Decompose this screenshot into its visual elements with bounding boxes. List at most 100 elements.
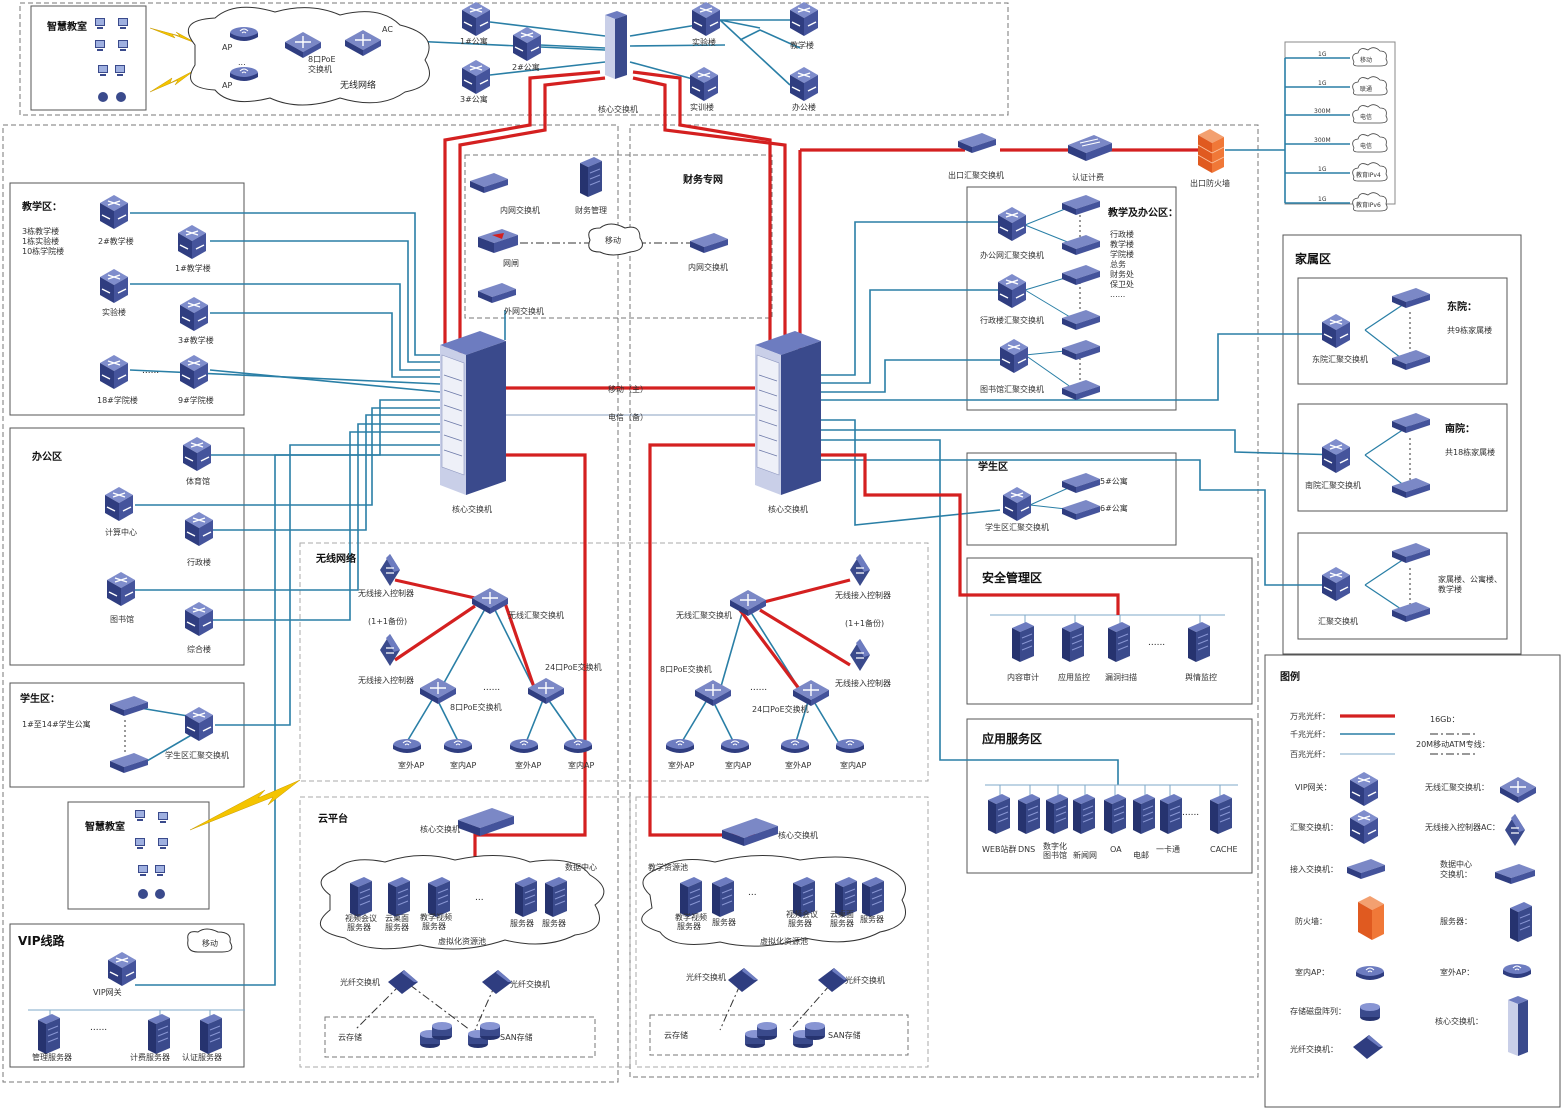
legend-server: 服务器： bbox=[1440, 916, 1472, 926]
server-icon bbox=[427, 876, 451, 918]
smart-classroom-devices bbox=[134, 809, 169, 899]
east-desc: 共9栋家属楼 bbox=[1447, 325, 1492, 335]
label-other-agg: 汇聚交换机 bbox=[1318, 616, 1358, 626]
server-icon bbox=[861, 876, 885, 918]
cloud-right-devices bbox=[679, 818, 885, 1048]
server-icon bbox=[349, 876, 373, 918]
finance-title: 财务专网 bbox=[682, 173, 723, 186]
lightning-icon bbox=[149, 27, 301, 831]
legend-title: 图例 bbox=[1280, 670, 1300, 683]
user-icon bbox=[138, 889, 148, 899]
wireless-agg-left-icon bbox=[471, 587, 509, 615]
label-gym: 体育馆 bbox=[186, 476, 210, 486]
billing-server-icon bbox=[147, 1013, 171, 1055]
label-gateway: 网闸 bbox=[503, 259, 519, 268]
label-dots: ...... bbox=[483, 683, 500, 693]
mgmt-server-icon bbox=[37, 1013, 61, 1055]
label-security-0: 内容审计 bbox=[1007, 672, 1039, 682]
fiber-switch-icon bbox=[728, 968, 758, 992]
legend-20m: 20M移动ATM专线： bbox=[1416, 739, 1490, 749]
label-admin-agg: 行政楼汇聚交换机 bbox=[980, 315, 1044, 325]
legend-100m: 百兆光纤： bbox=[1290, 749, 1330, 759]
legend-wl-ac: 无线接入控制器AC： bbox=[1425, 822, 1500, 832]
label-core-cloud-right: 核心交换机 bbox=[778, 830, 818, 840]
ap-icon bbox=[229, 66, 259, 82]
dorm1-switch-icon bbox=[461, 1, 491, 37]
teach-office-item: 财务处 bbox=[1110, 269, 1134, 279]
bw-5: 1G bbox=[1318, 166, 1327, 173]
blue-links bbox=[129, 19, 1411, 986]
fiber-switch-icon bbox=[818, 968, 848, 992]
bw-1: 1G bbox=[1318, 51, 1327, 58]
exit-devices bbox=[958, 129, 1225, 173]
label-b18: 18#学院楼 bbox=[97, 395, 138, 405]
label-exit-agg: 出口汇聚交换机 bbox=[948, 170, 1004, 180]
label-student-agg: 学生区汇聚交换机 bbox=[165, 750, 229, 760]
label-poe8-right: 8口PoE交换机 bbox=[660, 664, 712, 674]
label-lab-teach: 实验楼 bbox=[102, 307, 126, 317]
label-wireless-agg-left: 无线汇聚交换机 bbox=[508, 610, 564, 620]
auth-server-icon bbox=[199, 1013, 223, 1055]
label-ac: AC bbox=[382, 25, 393, 34]
ap-icon bbox=[229, 26, 259, 42]
label-video-r2: 服务器 bbox=[788, 918, 812, 928]
dc-switch-icon bbox=[1495, 864, 1535, 884]
label-east-agg: 东院汇聚交换机 bbox=[1312, 354, 1368, 364]
label-dorm1: 1#公寓 bbox=[460, 36, 488, 46]
firewall-icon bbox=[1197, 129, 1225, 173]
label-desktop-r2: 服务器 bbox=[830, 918, 854, 928]
label-ap-in: 室内AP bbox=[450, 760, 476, 770]
label-storage-right: 云存储 bbox=[664, 1030, 688, 1040]
label-teach-video-1: 教学视频 bbox=[420, 912, 452, 922]
training-switch-icon bbox=[689, 66, 719, 102]
label-lab: 实验楼 bbox=[692, 37, 716, 47]
teach-desc-2: 1栋实验楼 bbox=[22, 236, 59, 246]
disk-icon bbox=[805, 1022, 825, 1040]
label-training: 实训楼 bbox=[690, 102, 714, 112]
label-poe8-left: 8口PoE交换机 bbox=[450, 702, 502, 712]
label-lib-agg: 图书馆汇聚交换机 bbox=[980, 384, 1044, 394]
user-icon bbox=[116, 92, 126, 102]
label-d5: 5#公寓 bbox=[1100, 476, 1128, 486]
label-video-r1: 视频会议 bbox=[786, 909, 818, 919]
student-right-title: 学生区 bbox=[978, 460, 1008, 473]
teach-office-item: 总务 bbox=[1110, 259, 1126, 269]
isp-2: 联通 bbox=[1360, 85, 1372, 93]
dashdot-links bbox=[354, 242, 1475, 1031]
teach-office-item: ...... bbox=[1110, 290, 1125, 299]
teach-office-item: 保卫处 bbox=[1110, 279, 1134, 289]
label-app-7: CACHE bbox=[1210, 845, 1238, 854]
label-storage-left: 云存储 bbox=[338, 1032, 362, 1042]
finance-devices bbox=[470, 156, 728, 303]
smart-classroom-2-title: 智慧教室 bbox=[85, 820, 125, 833]
opinion-server-icon bbox=[1187, 621, 1211, 663]
label-b1: 1#教学楼 bbox=[175, 263, 211, 273]
lab-switch-icon bbox=[691, 1, 721, 37]
frame-cloud-right bbox=[635, 796, 929, 1068]
label-outer-switch: 外网交换机 bbox=[504, 306, 544, 316]
isp-5: 教育IPv4 bbox=[1356, 171, 1381, 179]
label-wireless-agg-right: 无线汇聚交换机 bbox=[676, 610, 732, 620]
label-dots: ...... bbox=[1182, 808, 1199, 818]
auth-billing-icon bbox=[1068, 135, 1112, 161]
family-title: 家属区 bbox=[1295, 251, 1331, 266]
server-icon bbox=[544, 876, 568, 918]
server-icon bbox=[1132, 793, 1156, 835]
label-vip-mobile: 移动 bbox=[202, 938, 218, 948]
label-firewall: 出口防火墙 bbox=[1190, 178, 1230, 188]
bw-3: 300M bbox=[1314, 108, 1331, 115]
label-controller-2-right: 无线接入控制器 bbox=[835, 678, 891, 688]
label-dots: ... bbox=[238, 58, 246, 67]
label-desktop-2: 服务器 bbox=[385, 922, 409, 932]
office-zone-title: 办公区 bbox=[32, 450, 62, 463]
label-teach-video-2: 服务器 bbox=[422, 921, 446, 931]
legend-wl-agg: 无线汇聚交换机： bbox=[1425, 782, 1489, 792]
label-ap-in: 室内AP bbox=[568, 760, 594, 770]
label-server: 服务器 bbox=[510, 918, 534, 928]
top-devices bbox=[94, 1, 819, 102]
label-poe-switch-1: 8口PoE bbox=[308, 55, 336, 64]
vip-title: VIP线路 bbox=[18, 933, 66, 948]
label-video-1: 视频会议 bbox=[345, 913, 377, 923]
label-office: 办公楼 bbox=[792, 102, 816, 112]
